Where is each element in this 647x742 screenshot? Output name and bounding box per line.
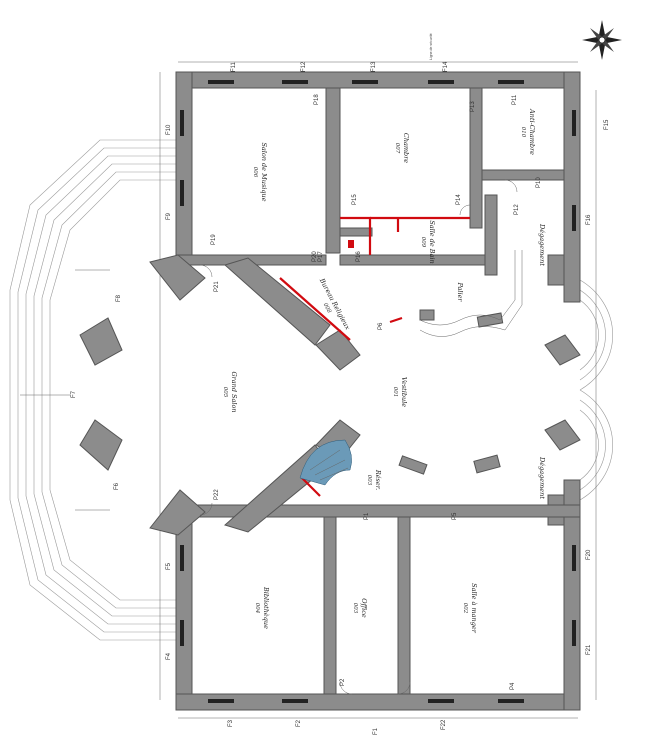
window-tag-f11: F11 — [231, 61, 237, 72]
window-tag-f4: F4 — [166, 652, 172, 660]
window-tag-f20: F20 — [586, 549, 592, 560]
door-tag-p14: P14 — [456, 194, 462, 205]
room-label-palier: Palier — [456, 281, 464, 302]
palier-stair — [419, 250, 523, 337]
room-label-reserve: Réser. — [374, 469, 382, 490]
door-tag-p20: P20 — [312, 251, 318, 262]
door-tag-p22: P22 — [214, 489, 220, 500]
window-tag-f6: F6 — [114, 482, 120, 490]
room-label-vestibule: Vestibule — [400, 377, 408, 407]
room-label-degagement-bottom: Dégagement — [538, 456, 546, 499]
door-tag-p5: P5 — [452, 512, 458, 520]
room-label-salle-bain: Salle de Bain — [428, 220, 436, 263]
door-tags: P1 P2 P4 P5 P6 P10 P11 P12 P13 P14 P15 P… — [211, 94, 542, 690]
window-tag-f5: F5 — [166, 562, 172, 570]
window-tags: F1 F2 F3 F4 F5 F6 F7 F8 F9 F10 F11 F12 F… — [71, 61, 610, 735]
window-tag-f22: F22 — [441, 719, 447, 730]
window-tag-f9: F9 — [166, 212, 172, 220]
room-number-salon-musique: 006 — [252, 167, 258, 178]
window-openings — [180, 80, 576, 703]
window-tag-f15: F15 — [604, 119, 610, 130]
window-tag-f12: F12 — [301, 61, 307, 72]
compass-rose-icon — [582, 20, 622, 60]
vestibule-pillars — [398, 309, 581, 475]
room-label-grand-salon: Grand Salon — [230, 371, 238, 412]
window-tag-f7: F7 — [71, 390, 77, 398]
door-tag-p2: P2 — [340, 678, 346, 686]
door-tag-p12: P12 — [514, 204, 520, 215]
annotation-note-text: Ligne de sécurité — [429, 33, 433, 60]
window-tag-f10: F10 — [166, 124, 172, 135]
door-swings — [199, 179, 518, 695]
door-tag-p1: P1 — [364, 512, 370, 520]
door-tag-p10: P10 — [536, 177, 542, 188]
door-tag-p18: P18 — [314, 94, 320, 105]
room-label-bibliotheque: Bibliothèque — [262, 586, 270, 629]
terrace-steps — [9, 139, 182, 641]
door-tag-p4: P4 — [510, 682, 516, 690]
room-number-reserve: 003 — [366, 475, 372, 486]
window-tag-f21: F21 — [586, 644, 592, 655]
room-label-degagement-top: Dégagement — [538, 223, 546, 266]
window-tag-f8: F8 — [116, 294, 122, 302]
annotation-note: Ligne de sécurité — [429, 33, 433, 60]
room-label-salle-manger: Salle à manger — [470, 583, 478, 634]
dimension-lines — [159, 61, 597, 719]
room-label-anti-chambre: Anti-Chambre — [528, 108, 536, 155]
window-tag-f2: F2 — [296, 719, 302, 727]
door-tag-p19: P19 — [211, 234, 217, 245]
room-number-bibliotheque: 004 — [254, 603, 260, 614]
room-number-grand-salon: 005 — [222, 387, 228, 398]
door-tag-p21: P21 — [214, 281, 220, 292]
window-tag-f13: F13 — [371, 61, 377, 72]
highlighted-walls — [279, 216, 470, 497]
door-tag-p15: P15 — [352, 194, 358, 205]
room-number-chambre: 007 — [394, 143, 400, 154]
door-tag-p6: P6 — [378, 322, 384, 330]
door-tag-p13: P13 — [470, 101, 476, 112]
room-number-vestibule: 001 — [392, 387, 398, 398]
interior-walls — [175, 87, 581, 695]
room-label-chambre: Chambre — [402, 133, 410, 163]
room-number-bureau: 008 — [322, 302, 332, 315]
room-number-salle-manger: 002 — [462, 603, 468, 614]
door-tag-p17: P17 — [318, 251, 324, 262]
room-label-salon-musique: Salon de Musique — [260, 142, 268, 201]
room-label-office: Office — [360, 598, 368, 618]
door-tag-p11: P11 — [512, 94, 518, 105]
window-tag-f16: F16 — [586, 214, 592, 225]
spiral-staircase — [299, 439, 352, 486]
door-tag-p16: P16 — [356, 251, 362, 262]
room-number-anti-chambre: 010 — [520, 127, 526, 138]
room-labels: Salon de Musique 006 Chambre 007 Anti-Ch… — [222, 108, 546, 634]
entrance-steps — [579, 279, 613, 501]
window-tag-f3: F3 — [228, 719, 234, 727]
window-tag-f1: F1 — [373, 727, 379, 735]
room-number-salle-bain: 009 — [420, 237, 426, 248]
room-number-office: 003 — [352, 603, 358, 614]
window-tag-f14: F14 — [443, 61, 449, 72]
